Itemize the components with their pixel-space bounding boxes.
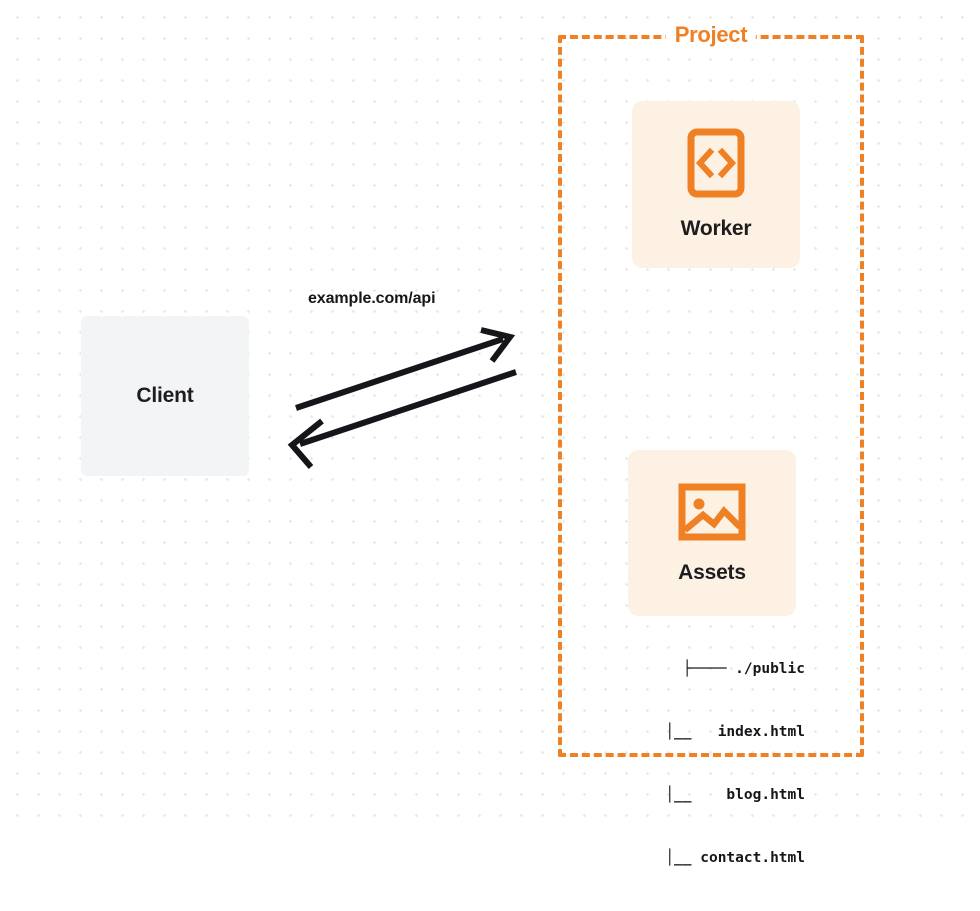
- client-label: Client: [136, 384, 194, 407]
- assets-label: Assets: [678, 560, 746, 584]
- response-arrow: [287, 369, 517, 469]
- file-tree-line: ├──── ./public: [682, 661, 805, 677]
- code-brackets-icon: [687, 128, 745, 203]
- assets-node[interactable]: Assets: [628, 450, 796, 616]
- file-tree-line: │__ blog.html: [639, 787, 805, 803]
- file-tree: ├──── ./public │__ index.html │__ blog.h…: [600, 617, 805, 911]
- image-icon: [678, 482, 746, 547]
- worker-label: Worker: [680, 217, 752, 240]
- file-tree-line: │__ contact.html: [639, 850, 805, 866]
- worker-node[interactable]: Worker: [632, 101, 800, 268]
- client-node[interactable]: Client: [81, 316, 249, 476]
- request-arrow: [295, 327, 516, 411]
- project-container: Project: [558, 22, 864, 757]
- project-title: Project: [665, 22, 757, 48]
- file-tree-line: │__ index.html: [639, 724, 805, 740]
- diagram-canvas: Client example.com/api Project Worker: [0, 0, 980, 866]
- connection-label: example.com/api: [308, 290, 436, 307]
